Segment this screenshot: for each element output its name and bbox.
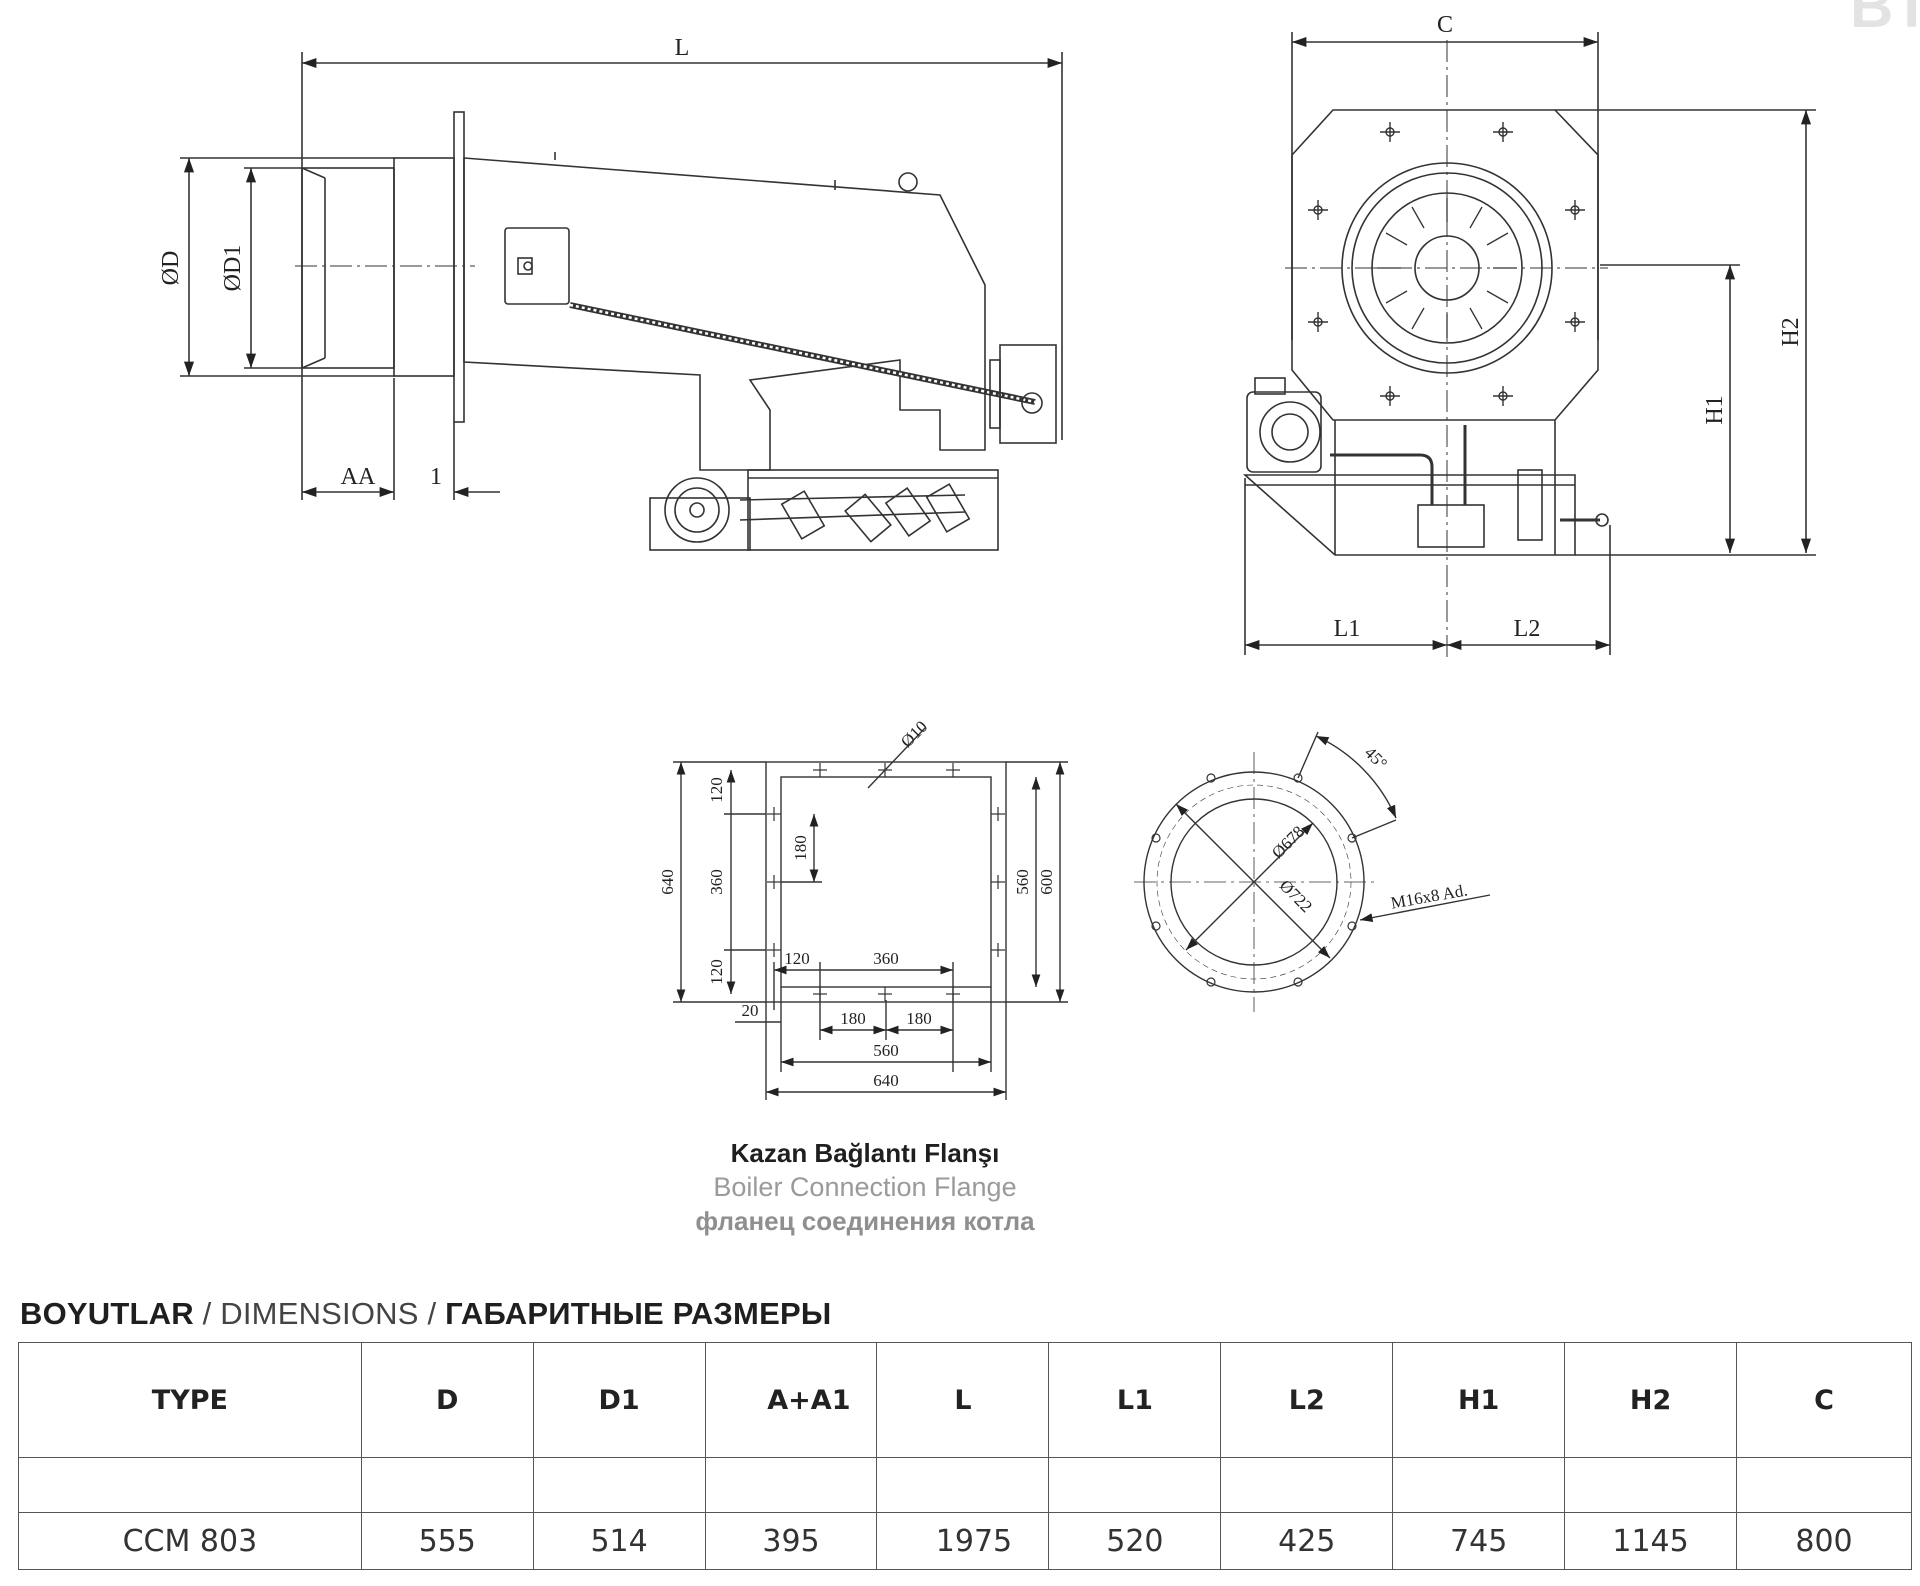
dim-D: ØD — [158, 251, 184, 286]
header-l2: L2 — [1220, 1342, 1394, 1458]
dim-560-horiz: 560 — [873, 1041, 899, 1060]
header-h2: H2 — [1564, 1342, 1737, 1458]
dim-120-top: 120 — [707, 777, 726, 803]
dim-120-bottom: 120 — [707, 959, 726, 985]
dim-angle: 45° — [1361, 743, 1391, 773]
dim-600-vert: 600 — [1037, 869, 1056, 895]
dim-hole-dia: Ø10 — [897, 717, 931, 751]
table-spacer-row — [18, 1457, 1912, 1513]
cell-d1: 514 — [532, 1512, 706, 1570]
dim-180-b: 180 — [906, 1009, 932, 1028]
front-view — [1242, 32, 1816, 660]
cell-h2: 1145 — [1564, 1512, 1737, 1570]
title-tr: BOYUTLAR — [20, 1296, 194, 1331]
header-c: C — [1736, 1342, 1912, 1458]
dim-C: C — [1437, 12, 1453, 38]
cell-l2: 425 — [1220, 1512, 1394, 1570]
dimensions-table: TYPE D D1 A+A1 L L1 L2 H1 H2 C CCM 803 5… — [18, 1342, 1912, 1570]
header-l1: L1 — [1048, 1342, 1222, 1458]
header-a-a1: A+A1 — [704, 1342, 878, 1458]
dim-L1: L1 — [1334, 616, 1361, 642]
header-d1: D1 — [532, 1342, 706, 1458]
cell-h1: 745 — [1392, 1512, 1566, 1570]
title-ru: ГАБАРИТНЫЕ РАЗМЕРЫ — [445, 1296, 832, 1331]
title-sep-1: / — [193, 1296, 221, 1331]
square-flange — [673, 727, 1068, 1100]
cell-l1: 520 — [1048, 1512, 1222, 1570]
header-h1: H1 — [1392, 1342, 1566, 1458]
dim-1: 1 — [430, 464, 442, 490]
side-view — [180, 52, 1063, 551]
cell-c: 800 — [1736, 1512, 1912, 1570]
dim-640-horiz: 640 — [873, 1071, 899, 1090]
dim-AA: AA — [341, 464, 376, 490]
dim-D1: ØD1 — [220, 245, 246, 292]
dim-360-horiz: 360 — [873, 949, 899, 968]
dim-d678: Ø678 — [1268, 822, 1308, 862]
dim-180-a: 180 — [840, 1009, 866, 1028]
cell-a-a1: 395 — [704, 1512, 878, 1570]
header-d: D — [360, 1342, 534, 1458]
dim-120-horiz: 120 — [784, 949, 810, 968]
round-flange — [1134, 731, 1491, 1012]
dim-560-vert: 560 — [1013, 869, 1032, 895]
table-header-row: TYPE D D1 A+A1 L L1 L2 H1 H2 C — [18, 1342, 1912, 1458]
header-type: TYPE — [18, 1342, 362, 1458]
dim-thread: M16x8 Ad. — [1389, 881, 1469, 913]
dim-20: 20 — [742, 1001, 759, 1020]
dim-L: L — [675, 35, 690, 61]
dim-180-vert: 180 — [791, 835, 810, 861]
dimensions-title: BOYUTLAR / DIMENSIONS / ГАБАРИТНЫЕ РАЗМЕ… — [20, 1296, 831, 1332]
corner-title-fragment: BT — [1850, 0, 1920, 40]
dim-360-vert: 360 — [707, 869, 726, 895]
title-sep-2: / — [418, 1296, 446, 1331]
title-en: DIMENSIONS — [220, 1296, 419, 1331]
cell-type: CCM 803 — [18, 1512, 362, 1570]
header-l: L — [876, 1342, 1050, 1458]
caption-tr: Kazan Bağlantı Flanşı — [730, 1138, 1000, 1168]
dim-L2: L2 — [1514, 616, 1541, 642]
cell-d: 555 — [360, 1512, 534, 1570]
dim-H2: H2 — [1778, 317, 1804, 346]
caption-en: Boiler Connection Flange — [713, 1172, 1017, 1202]
cell-l: 1975 — [876, 1512, 1050, 1570]
caption-ru: фланец соединения котла — [695, 1206, 1035, 1236]
dim-H1: H1 — [1702, 395, 1728, 424]
dim-640-vert: 640 — [658, 869, 677, 895]
table-row: CCM 803 555 514 395 1975 520 425 745 114… — [18, 1512, 1912, 1570]
